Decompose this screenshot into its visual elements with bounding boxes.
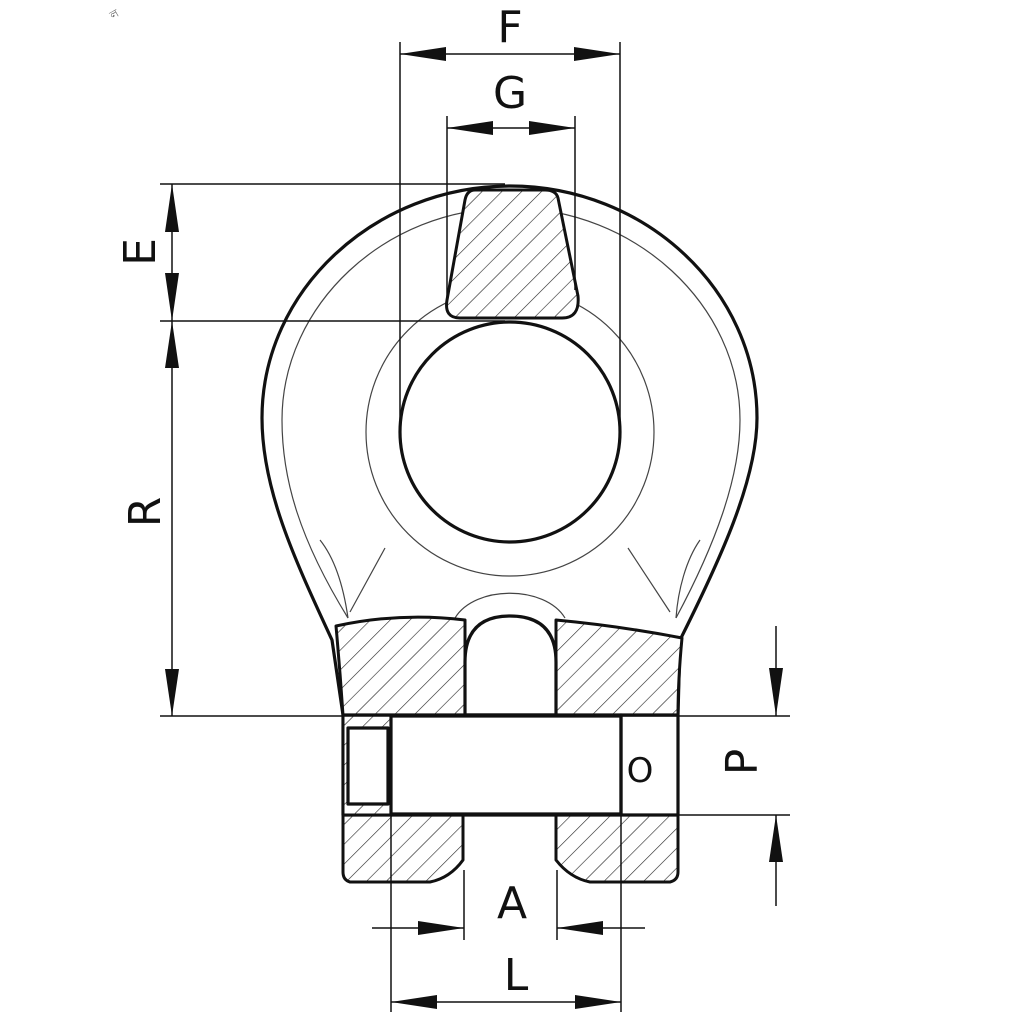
arrow-G-right — [529, 121, 575, 135]
fillet-arc-left — [319, 539, 349, 619]
fillet-arc-right — [675, 539, 701, 619]
bore-hole — [398, 320, 622, 544]
arrow-F-left — [400, 47, 446, 61]
fillet-line-left — [349, 547, 386, 613]
slot-arc — [454, 592, 566, 619]
corner-mark: ল — [107, 6, 122, 22]
foot-right — [554, 813, 680, 884]
label-A: A — [497, 878, 527, 929]
base-section-left — [334, 615, 467, 717]
arrow-P-bottom — [769, 815, 783, 862]
arrow-R-top — [165, 321, 179, 368]
dim-E: E — [115, 183, 505, 322]
arrow-A-right — [557, 921, 603, 935]
pin-body — [389, 714, 623, 816]
base-section-right — [554, 618, 684, 717]
top-section — [445, 188, 580, 320]
dim-L: L — [390, 815, 622, 1012]
dim-A: A — [372, 870, 645, 940]
arrow-P-top — [769, 668, 783, 716]
pin-assembly: O — [341, 713, 680, 817]
label-L: L — [504, 950, 529, 1001]
dim-P: P — [621, 626, 790, 906]
arrow-R-bottom — [165, 669, 179, 716]
pin-mark: O — [627, 751, 654, 791]
arrow-G-left — [447, 121, 493, 135]
bolt-slot — [463, 614, 558, 717]
dim-F: F — [399, 2, 621, 432]
dim-G: G — [446, 68, 576, 298]
label-G: G — [493, 68, 527, 119]
label-F: F — [497, 2, 522, 53]
eye-body — [260, 184, 759, 717]
label-P: P — [717, 749, 768, 776]
fillet-line-right — [627, 547, 671, 613]
label-R: R — [120, 497, 171, 528]
arrow-E-top — [165, 184, 179, 232]
arrow-L-right — [575, 995, 621, 1009]
arrow-F-right — [574, 47, 620, 61]
arrow-E-bottom — [165, 273, 179, 321]
dim-R: R — [120, 321, 790, 717]
arrow-L-left — [391, 995, 437, 1009]
eye-outer-contour — [260, 184, 759, 717]
arrow-A-left — [418, 921, 464, 935]
foot-left — [341, 813, 465, 884]
pin-end-cap — [346, 726, 390, 806]
label-E: E — [115, 238, 166, 266]
